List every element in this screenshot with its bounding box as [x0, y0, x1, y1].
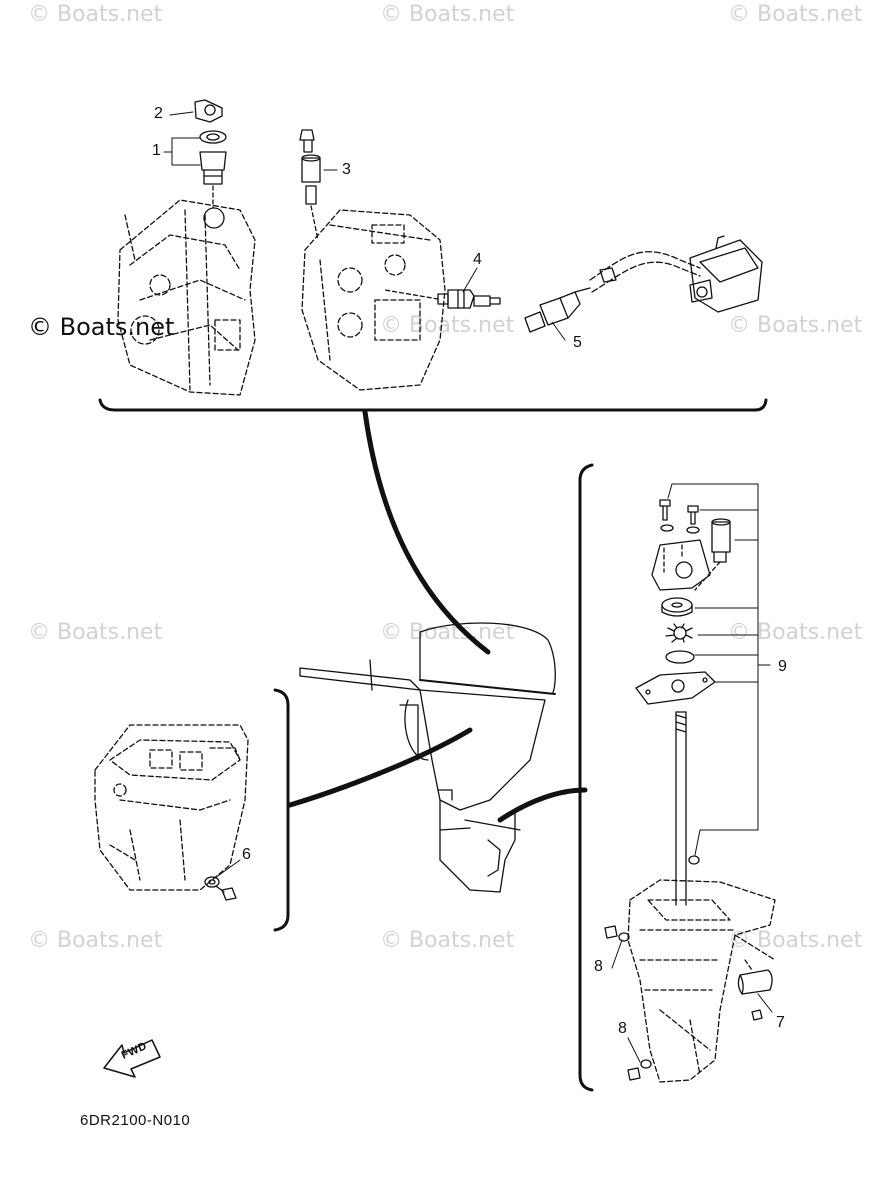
- seal-ring: [688, 855, 700, 865]
- drain-bolt: [204, 876, 237, 901]
- connector-left: [287, 727, 473, 808]
- watermark: © Boats.net: [728, 928, 863, 953]
- callout-4: 4: [473, 251, 482, 268]
- watermark: © Boats.net: [728, 313, 863, 338]
- watermark: © Boats.net: [728, 2, 863, 27]
- callout-5: 5: [573, 334, 582, 351]
- callout-7: 7: [776, 1014, 785, 1031]
- left-bracket: [273, 688, 290, 932]
- leader-lines: [163, 111, 773, 1063]
- watermark: © Boats.net: [28, 313, 175, 341]
- callout-8-lower: 8: [618, 1020, 627, 1037]
- callout-8-upper: 8: [594, 958, 603, 975]
- fwd-arrow-icon: [103, 1039, 161, 1078]
- callout-2: 2: [154, 105, 163, 122]
- bolt-anode: [299, 129, 321, 241]
- outboard-motor: [299, 622, 556, 893]
- diagram-code: 6DR2100-N010: [80, 1112, 191, 1129]
- drain-screw-upper: [604, 925, 630, 942]
- watermark: © Boats.net: [28, 2, 163, 27]
- watermark: © Boats.net: [380, 620, 515, 645]
- callout-3: 3: [342, 161, 351, 178]
- cartridge: [661, 597, 693, 617]
- callout-1: 1: [152, 142, 161, 159]
- top-bracket: [98, 398, 768, 412]
- outer-plate: [635, 671, 716, 705]
- trim-anode: [737, 959, 773, 1021]
- watermark: © Boats.net: [28, 928, 163, 953]
- cylinder-head-block: [301, 209, 446, 391]
- callout-6: 6: [242, 846, 251, 863]
- watermark: © Boats.net: [28, 620, 163, 645]
- pump-housing: [651, 539, 711, 591]
- crankcase-block: [117, 199, 256, 396]
- lower-unit: [627, 879, 776, 1083]
- watermark: © Boats.net: [380, 313, 515, 338]
- drive-shaft: [675, 711, 687, 906]
- watermark: © Boats.net: [728, 620, 863, 645]
- connector-top: [362, 409, 491, 655]
- water-tube: [694, 518, 731, 591]
- right-bracket: [578, 463, 594, 1092]
- fuel-connector-pump: [524, 235, 763, 333]
- impeller: [665, 623, 693, 643]
- spark-plug: [384, 289, 501, 309]
- watermark: © Boats.net: [380, 928, 515, 953]
- callout-9-bracket: [667, 483, 759, 856]
- upper-casing: [94, 724, 249, 891]
- connector-right: [497, 787, 588, 823]
- o-ring: [665, 650, 695, 664]
- callout-9: 9: [778, 658, 787, 675]
- drain-screw-lower: [627, 1059, 652, 1081]
- housing-bolts: [659, 499, 700, 534]
- thermostat-parts: [194, 99, 227, 209]
- watermark: © Boats.net: [380, 2, 515, 27]
